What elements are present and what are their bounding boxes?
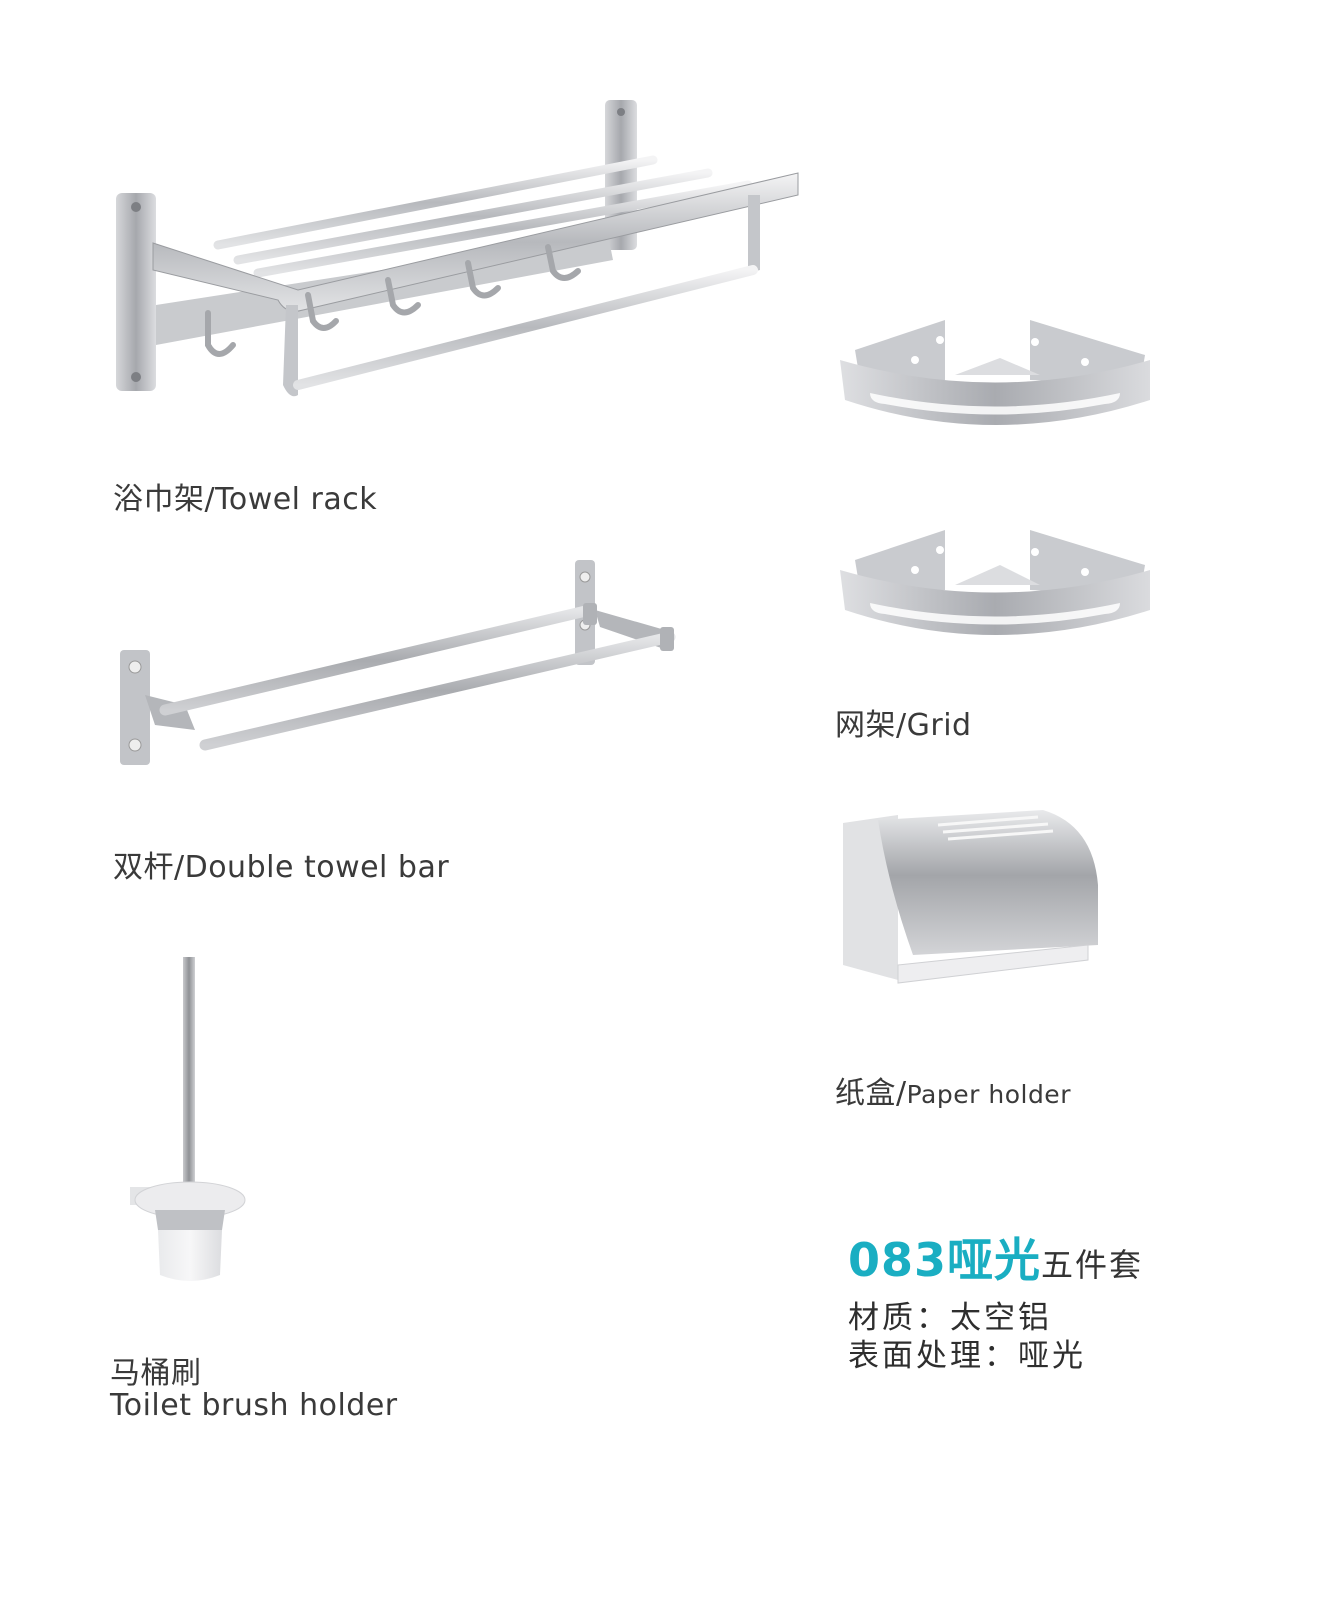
material-spec: 材质：太空铝 [848, 1300, 1052, 1336]
towel-rack-label: 浴巾架/Towel rack [113, 482, 378, 517]
towel-rack-image [108, 95, 808, 405]
paper-holder-label-en: Paper holder [906, 1080, 1071, 1109]
model-number: 083哑光 [848, 1233, 1042, 1287]
double-towel-bar-image [115, 555, 690, 770]
set-count: 五件套 [1041, 1246, 1144, 1284]
toilet-brush-holder-image [130, 955, 250, 1285]
grid-shelf-image-2 [835, 515, 1155, 645]
grid-shelf-image-1 [835, 300, 1155, 435]
double-towel-bar-label: 双杆/Double towel bar [113, 850, 450, 885]
toilet-brush-label-en: Toilet brush holder [110, 1388, 398, 1423]
toilet-brush-label-cn: 马桶刷 [110, 1356, 202, 1391]
grid-label: 网架/Grid [835, 708, 972, 743]
finish-spec: 表面处理：哑光 [848, 1338, 1086, 1374]
paper-holder-image [838, 805, 1100, 985]
paper-holder-label: 纸盒/Paper holder [835, 1068, 1071, 1112]
set-title: 083哑光五件套 [848, 1224, 1143, 1290]
paper-holder-label-cn: 纸盒/ [835, 1076, 907, 1111]
